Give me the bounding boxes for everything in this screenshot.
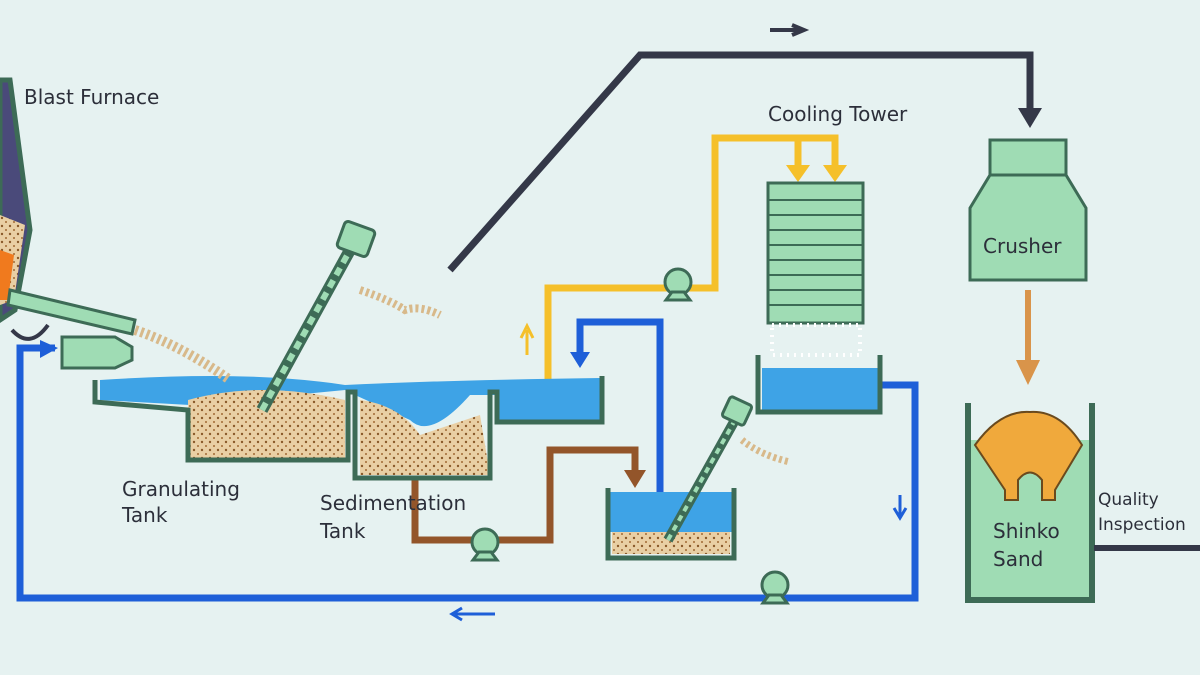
- arrow-down-icon: [1018, 108, 1042, 128]
- label-shinko-sand-line2: Sand: [993, 547, 1043, 571]
- water-return-pipe: [16, 318, 919, 602]
- conveyor-line: [447, 51, 1034, 273]
- label-quality-inspection-line1: Quality: [1098, 490, 1159, 510]
- label-cooling-tower: Cooling Tower: [768, 102, 908, 126]
- arrow-down-icon: [823, 165, 847, 182]
- blast-furnace: [0, 77, 137, 341]
- label-blast-furnace: Blast Furnace: [24, 85, 159, 109]
- slag-runner: [6, 288, 137, 336]
- granulating-tank: [92, 325, 605, 481]
- hot-water-pipe: [544, 134, 839, 395]
- water-nozzle: [60, 335, 134, 370]
- label-granulating-tank-line2: Tank: [121, 503, 168, 527]
- arrow-down-icon: [892, 495, 908, 521]
- slurry-pipe: [411, 446, 639, 544]
- arrow-down-icon: [1016, 360, 1040, 385]
- pump: [470, 527, 500, 562]
- label-sedimentation-tank-line1: Sedimentation: [320, 491, 466, 515]
- rotate-arrow-icon: [10, 323, 50, 341]
- dewatering-tank: [605, 395, 791, 561]
- arrow-down-icon: [624, 470, 646, 488]
- label-granulating-tank-line1: Granulating: [122, 477, 240, 501]
- arrow-up-icon: [519, 322, 535, 355]
- arrow-down-icon: [786, 165, 810, 182]
- shinko-sand-bin: [965, 403, 1095, 603]
- label-quality-inspection-line2: Inspection: [1098, 515, 1186, 535]
- crusher: [968, 138, 1088, 282]
- arrow-down-icon: [570, 352, 590, 368]
- sand-pile: [973, 410, 1084, 501]
- screw-conveyor: [256, 219, 442, 413]
- pump: [760, 570, 790, 605]
- cooling-tower: [755, 181, 883, 415]
- label-shinko-sand-line1: Shinko: [993, 519, 1060, 543]
- label-crusher: Crusher: [983, 234, 1062, 258]
- arrow-right-icon: [770, 23, 810, 37]
- arrow-left-icon: [449, 606, 495, 622]
- arrow-right-icon: [40, 340, 58, 358]
- label-sedimentation-tank-line2: Tank: [319, 519, 366, 543]
- pump: [663, 267, 693, 302]
